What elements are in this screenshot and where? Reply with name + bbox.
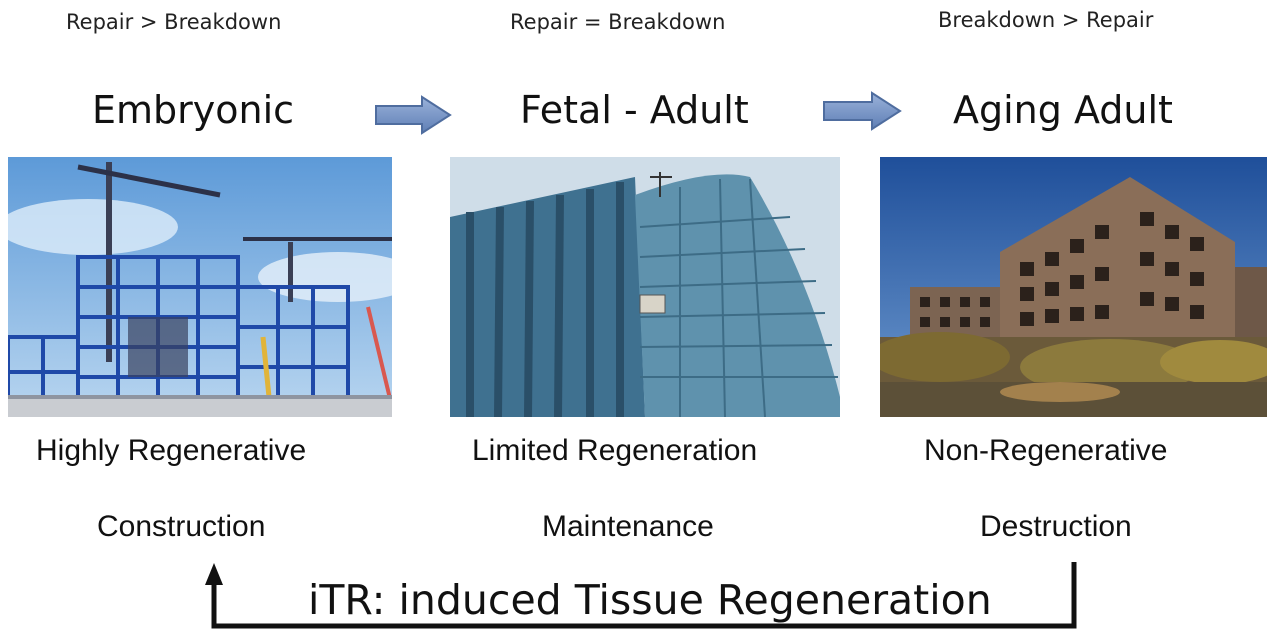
stage-3-process: Destruction (980, 510, 1132, 543)
stage-3-name: Aging Adult (953, 88, 1173, 132)
stage-1-process: Construction (97, 510, 266, 543)
stage-1-ratio: Repair > Breakdown (66, 10, 282, 34)
stage-2-name: Fetal - Adult (520, 88, 749, 132)
right-arrow-icon (375, 95, 452, 135)
stage-1-regeneration: Highly Regenerative (36, 434, 307, 467)
stage-1-name: Embryonic (92, 88, 295, 132)
glass-office-building-photo (450, 157, 840, 417)
ruined-building-photo (880, 157, 1267, 417)
right-arrow-icon (823, 91, 902, 131)
up-arrow-icon (205, 563, 223, 585)
stage-2-ratio: Repair = Breakdown (510, 10, 726, 34)
stage-3-ratio: Breakdown > Repair (938, 8, 1154, 32)
stage-2-regeneration: Limited Regeneration (472, 434, 758, 467)
loop-label: iTR: induced Tissue Regeneration (308, 576, 992, 624)
construction-site-photo (8, 157, 392, 417)
stage-3-regeneration: Non-Regenerative (924, 434, 1168, 467)
stage-2-process: Maintenance (542, 510, 714, 543)
